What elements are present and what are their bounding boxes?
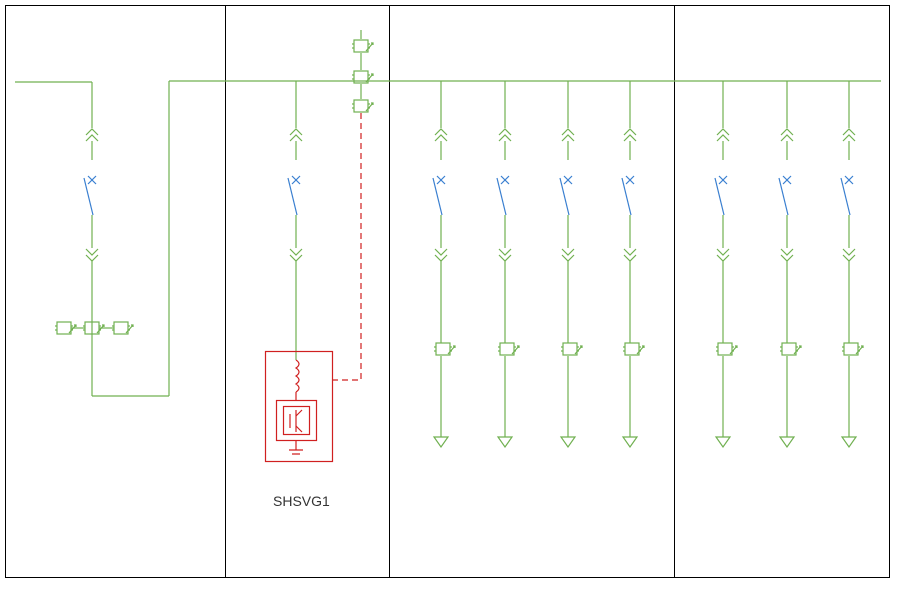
ct-incoming-c <box>112 321 134 335</box>
feeder-out-7 <box>842 81 856 343</box>
feeder-out-5-arrow <box>714 436 732 449</box>
feeder-out-7-ct <box>842 342 864 356</box>
feeder-out-6-breaker <box>778 175 792 216</box>
feeder-out-1-arrow <box>432 436 450 449</box>
busbar-and-feeders <box>15 30 881 449</box>
feeder-out-2-arrow <box>496 436 514 449</box>
pt-symbol-mid <box>352 70 374 84</box>
feeder-out-5-ct <box>716 342 738 356</box>
feeder-out-2-ct <box>498 342 520 356</box>
feeder-svg <box>289 81 303 360</box>
feeder-out-3-breaker <box>559 175 573 216</box>
capacitor <box>289 449 303 455</box>
feeder-out-6 <box>780 81 794 343</box>
feeder-out-6-ct <box>780 342 802 356</box>
svg-device <box>264 113 362 463</box>
feeder-out-1-ct <box>434 342 456 356</box>
breaker-switches <box>83 175 854 216</box>
feeder-incoming-breaker <box>83 175 97 216</box>
feeder-out-4-arrow <box>621 436 639 449</box>
feeder-out-3-arrow <box>559 436 577 449</box>
cabinet-frames <box>5 5 890 578</box>
feeder-out-1 <box>434 81 448 343</box>
feeder-out-7-breaker <box>840 175 854 216</box>
feeder-out-2-breaker <box>496 175 510 216</box>
feeder-out-7-arrow <box>840 436 858 449</box>
feeder-out-1-breaker <box>432 175 446 216</box>
device-label: SHSVG1 <box>273 493 330 509</box>
feeder-out-3-ct <box>561 342 583 356</box>
feeder-svg-breaker <box>287 175 301 216</box>
feeder-out-5 <box>716 81 730 343</box>
feeder-out-4-ct <box>623 342 645 356</box>
feeder-out-6-arrow <box>778 436 796 449</box>
pt-symbol-bottom <box>352 99 374 113</box>
svg-cabinet-box <box>264 350 334 463</box>
converter-box <box>275 399 318 442</box>
feeder-out-4 <box>623 81 637 343</box>
reactor-coil <box>294 359 300 393</box>
feeder-out-3 <box>561 81 575 343</box>
feeder-out-4-breaker <box>621 175 635 216</box>
feeder-out-2 <box>498 81 512 343</box>
outer-frame <box>5 5 890 578</box>
ct-incoming-a <box>55 321 77 335</box>
feeder-out-5-breaker <box>714 175 728 216</box>
feeder-incoming <box>85 82 99 396</box>
pt-symbol-top <box>352 39 374 53</box>
igbt-box <box>282 405 311 436</box>
